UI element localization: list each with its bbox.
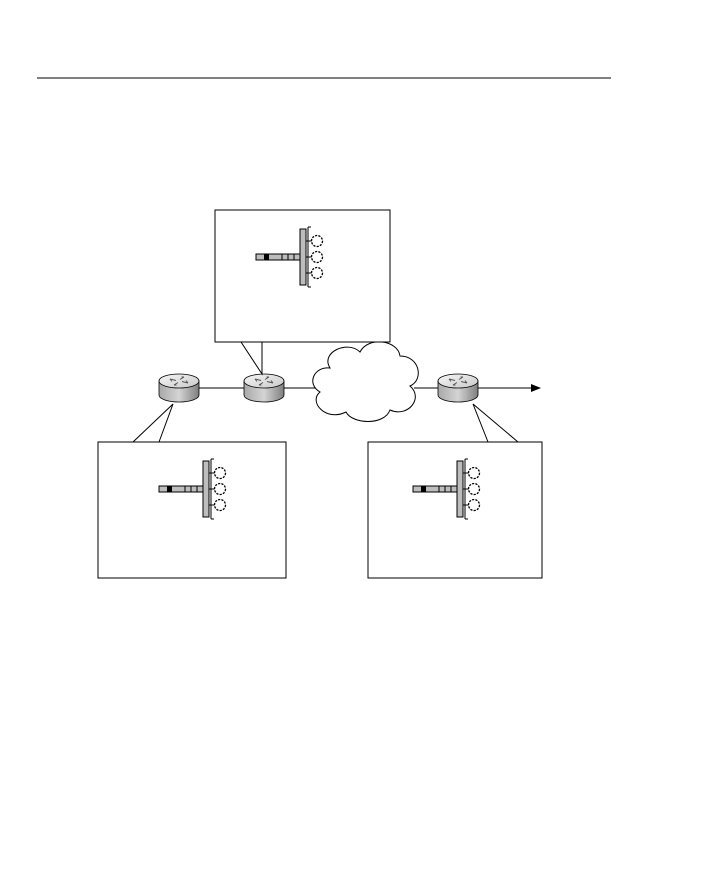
network-cloud-icon	[312, 341, 419, 422]
callout-left	[97, 403, 287, 579]
router-icon	[437, 373, 479, 403]
callout-top	[214, 209, 391, 376]
router-icon	[158, 373, 200, 403]
router-icon	[243, 373, 285, 403]
callout-right	[367, 403, 543, 579]
